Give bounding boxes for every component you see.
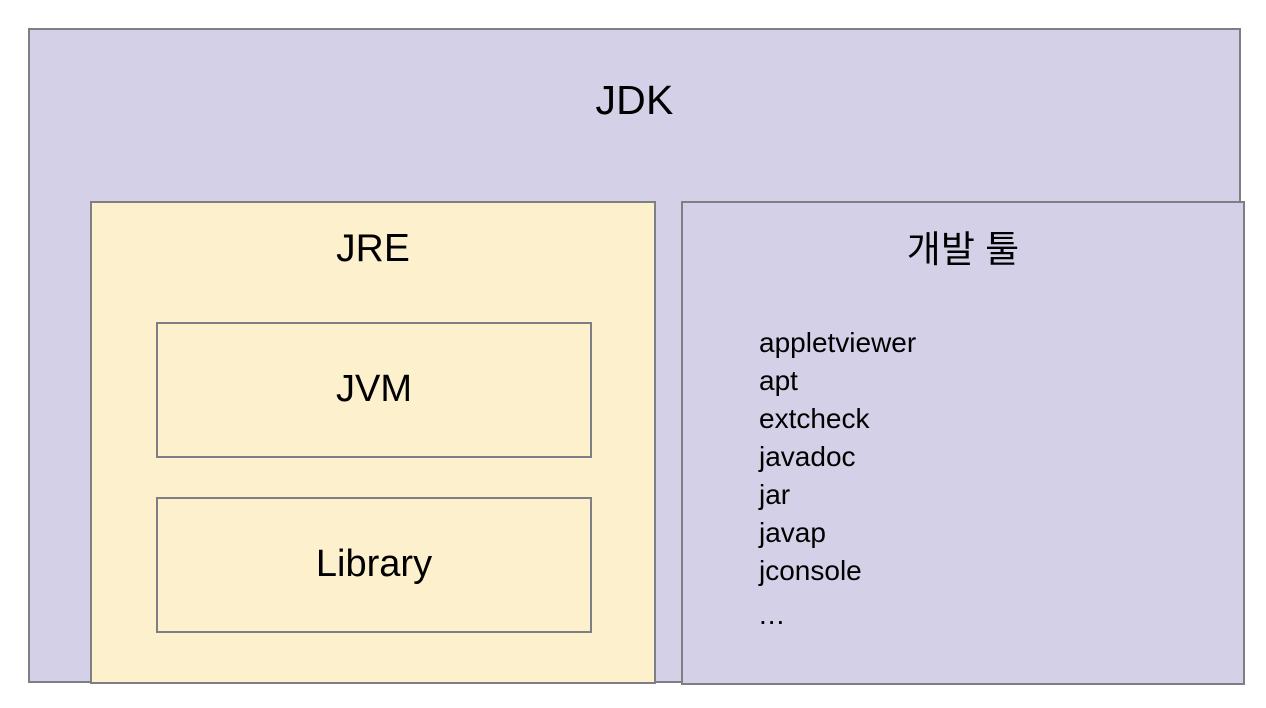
jvm-title-label: JVM	[336, 368, 412, 410]
development-tools-list: appletviewer apt extcheck javadoc jar ja…	[759, 324, 916, 634]
jre-box: JRE JVM Library	[90, 201, 656, 684]
list-item: jar	[759, 479, 791, 510]
development-tools-box: 개발 툴 appletviewer apt extcheck javadoc j…	[681, 201, 1245, 685]
list-item: jconsole	[759, 555, 862, 586]
library-title-label: Library	[315, 543, 433, 585]
jdk-container-box: JDK JRE JVM Library 개발 툴 appletviewer ap…	[28, 28, 1245, 685]
jdk-title-label: JDK	[595, 77, 674, 123]
list-item: javadoc	[759, 441, 856, 472]
development-tools-title-label: 개발 툴	[906, 229, 1020, 270]
list-item: extcheck	[759, 403, 870, 434]
list-item: appletviewer	[759, 327, 917, 358]
library-box: Library	[156, 497, 592, 633]
jvm-box: JVM	[156, 322, 592, 458]
jre-title-label: JRE	[336, 227, 410, 270]
list-item-more-indicator: ...	[759, 599, 786, 630]
list-item: javap	[759, 517, 826, 548]
list-item: apt	[759, 365, 798, 396]
